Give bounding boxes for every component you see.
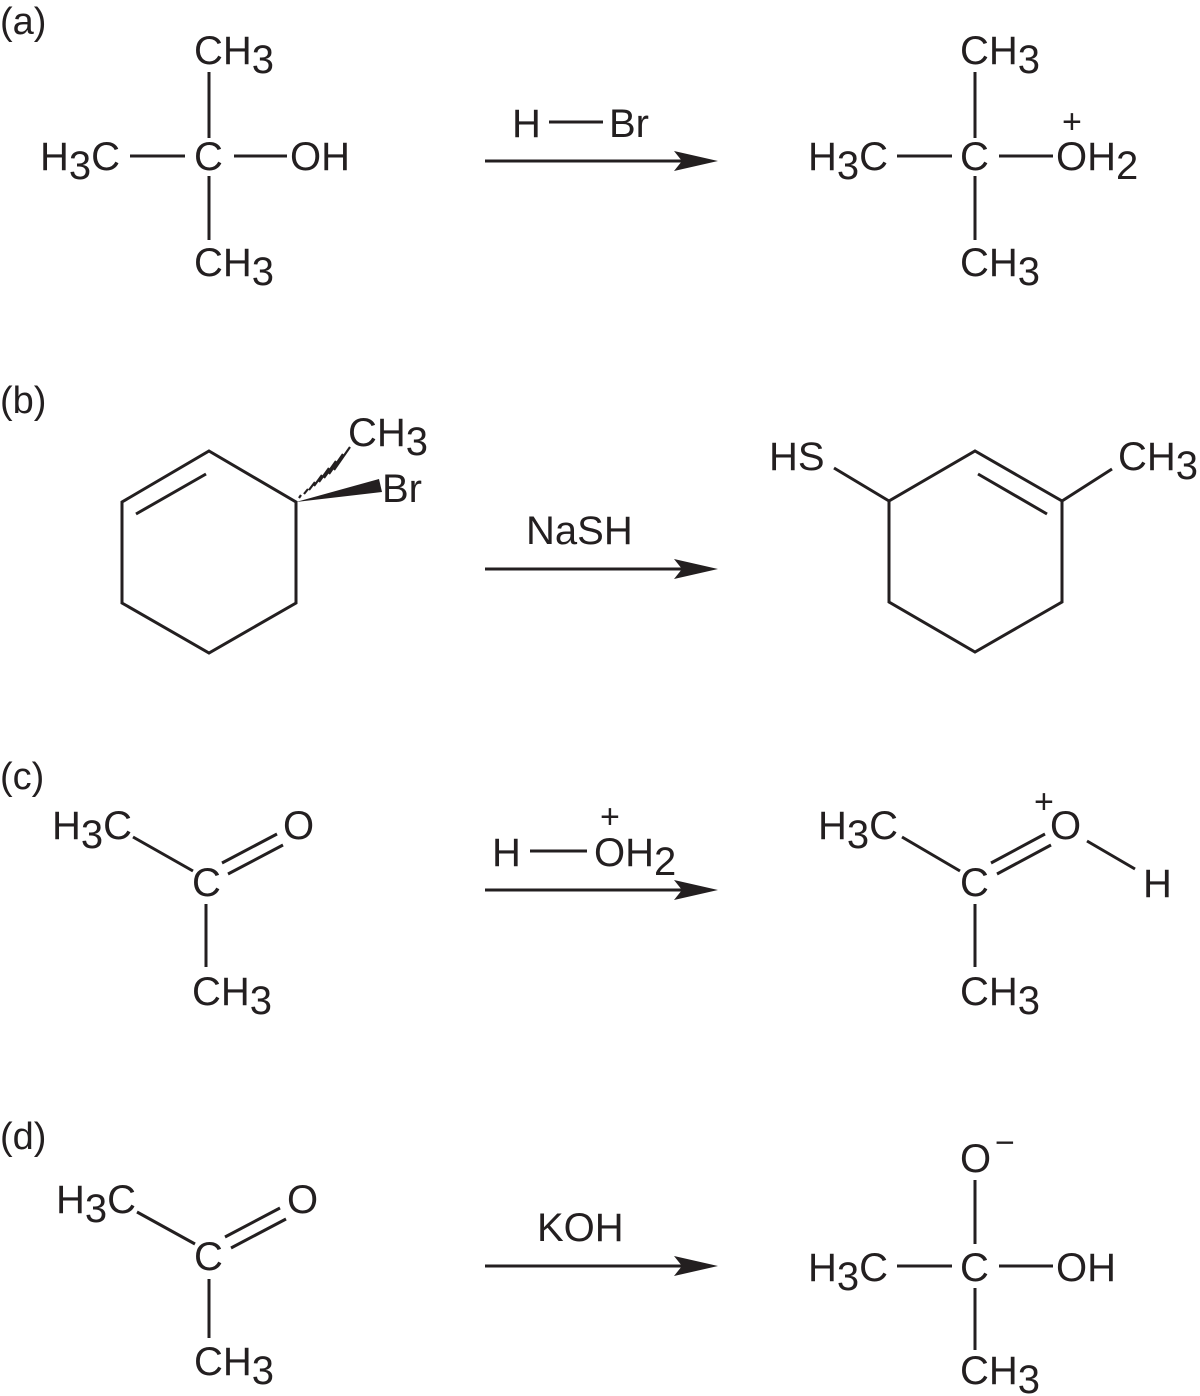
hydroxyl-label: OH: [290, 135, 350, 179]
methyl-left-label: H3C: [52, 804, 132, 857]
double-bond: [990, 832, 1046, 865]
reagent-a: H Br: [512, 102, 649, 146]
hydroxyl-label: OH: [1056, 1246, 1116, 1290]
panel-label-c: (c): [0, 756, 44, 798]
methyl-label: CH3: [1118, 435, 1198, 488]
double-bond: [227, 843, 284, 876]
reaction-arrow: [485, 880, 718, 900]
methyl-bottom-label: CH3: [192, 970, 272, 1023]
carbon-label: C: [960, 861, 989, 905]
carbon-label: C: [192, 861, 221, 905]
bromine-label: Br: [382, 467, 422, 511]
double-bond: [230, 1217, 287, 1250]
oxide-label: O: [960, 1137, 991, 1181]
methyl-bottom-label: CH3: [194, 1340, 274, 1393]
reaction-arrow: [485, 559, 718, 579]
panel-c: (c) H3C C O CH3 H + OH2 H3C C: [0, 756, 1172, 1023]
methyl-bottom-label: CH3: [960, 241, 1040, 294]
bond: [1061, 467, 1113, 503]
double-bond: [135, 472, 207, 516]
reagent-c: H + OH2: [492, 798, 676, 884]
reaction-arrow: [485, 151, 718, 171]
double-bond: [977, 472, 1048, 516]
methyl-left-label: H3C: [808, 1246, 888, 1299]
product-a: CH3 H3C C + OH2 CH3: [808, 29, 1138, 294]
panel-label-a: (a): [0, 1, 46, 43]
double-bond: [224, 1206, 281, 1239]
reactant-d: H3C C O CH3: [56, 1178, 318, 1393]
reactant-c: H3C C O CH3: [52, 804, 314, 1023]
solid-wedge-bond: [296, 479, 382, 502]
thiol-label: HS: [769, 435, 825, 479]
methyl-left-label: H3C: [808, 135, 888, 188]
carbon-label: C: [960, 1246, 989, 1290]
positive-charge: +: [1062, 103, 1082, 141]
reactant-a: CH3 H3C C OH CH3: [40, 29, 350, 294]
reagent-label: KOH: [537, 1206, 624, 1250]
oxonium-label: OH2: [1056, 135, 1138, 188]
bond: [1086, 839, 1136, 871]
reagent-label: NaSH: [526, 509, 633, 553]
carbon-label: C: [194, 1235, 223, 1279]
product-c: H3C C + O H CH3: [818, 783, 1172, 1023]
panel-d: (d) H3C C O CH3 KOH O − H3C C OH: [0, 1116, 1116, 1396]
double-bond: [221, 832, 278, 865]
oxygen-label: O: [1050, 804, 1081, 848]
methyl-left-label: H3C: [818, 804, 898, 857]
cyclohexene-ring: [887, 449, 1064, 654]
hashed-wedge-bond: [298, 446, 351, 499]
panel-a: (a) CH3 H3C C OH CH3 H Br CH3 H3C: [0, 1, 1138, 294]
carbon-label: C: [194, 135, 223, 179]
methyl-bottom-label: CH3: [960, 1349, 1040, 1396]
methyl-top-label: CH3: [960, 29, 1040, 82]
positive-charge: +: [1034, 783, 1054, 821]
reagent-h-label: H: [492, 831, 521, 875]
bond: [132, 835, 194, 873]
panel-b: (b) CH3 Br NaSH: [0, 380, 1198, 655]
methyl-left-label: H3C: [56, 1178, 136, 1231]
cyclohexene-ring: [120, 449, 298, 655]
panel-label-d: (d): [0, 1116, 46, 1158]
product-b: HS CH3: [769, 435, 1198, 654]
oxygen-label: O: [287, 1178, 318, 1222]
reactant-b: CH3 Br: [120, 411, 428, 655]
carbon-label: C: [960, 135, 989, 179]
panel-label-b: (b): [0, 380, 46, 422]
bond: [901, 835, 961, 873]
oxygen-label: O: [283, 804, 314, 848]
methyl-left-label: H3C: [40, 135, 120, 188]
double-bond: [996, 843, 1052, 876]
reagent-h-label: H: [512, 102, 541, 146]
reagent-br-label: Br: [609, 102, 649, 146]
bond: [833, 466, 890, 503]
negative-charge: −: [995, 1124, 1015, 1162]
product-d: O − H3C C OH CH3: [808, 1124, 1116, 1396]
hydronium-label: OH2: [594, 831, 676, 884]
methyl-top-label: CH3: [194, 29, 274, 82]
methyl-bottom-label: CH3: [194, 241, 274, 294]
hydrogen-label: H: [1143, 862, 1172, 906]
positive-charge: +: [600, 798, 620, 836]
reaction-arrow: [485, 1256, 718, 1276]
bond: [136, 1210, 196, 1246]
methyl-bottom-label: CH3: [960, 970, 1040, 1023]
methyl-label: CH3: [348, 411, 428, 464]
